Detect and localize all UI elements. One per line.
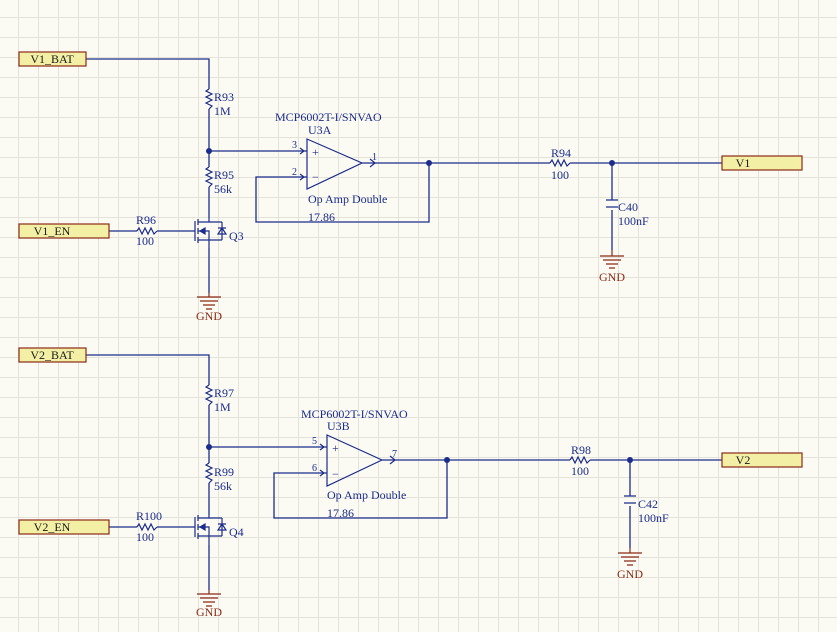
value: 100	[136, 234, 154, 248]
port-label: V2_EN	[34, 520, 71, 534]
ground-symbol: GND	[196, 590, 222, 619]
resistor-r97[interactable]: R97 1M	[204, 384, 234, 414]
pin-number: 2	[292, 167, 297, 178]
value: 56k	[214, 479, 232, 493]
ground-label: GND	[599, 270, 625, 284]
ground-symbol: GND	[196, 293, 222, 323]
designator: R99	[214, 465, 234, 479]
value: 1M	[214, 104, 231, 118]
ground-label: GND	[196, 605, 222, 619]
channel-1: V1_BAT V1_EN V1 R93 1M R95 56k R96 100	[18, 51, 803, 323]
part-number: MCP6002T-I/SNVAO	[301, 407, 408, 421]
opamp-u3a[interactable]: + − 3 2 1 MCP6002T-I/SNVAO U3A Op Amp Do…	[275, 110, 387, 224]
port-label: V1_EN	[34, 224, 71, 238]
minus-sign: −	[312, 170, 319, 184]
designator: R97	[214, 386, 234, 400]
value: 100	[551, 168, 569, 182]
resistor-r99[interactable]: R99 56k	[204, 462, 234, 493]
port-v1[interactable]: V1	[721, 155, 803, 171]
resistor-r94[interactable]: R94 100	[549, 146, 571, 182]
designator: R94	[551, 146, 571, 160]
resistor-r96[interactable]: R96 100	[136, 213, 158, 248]
mosfet-q3[interactable]: Q3	[192, 218, 244, 248]
resistor-r98[interactable]: R98 100	[569, 443, 591, 478]
component-type: Op Amp Double	[327, 488, 406, 502]
ground-label: GND	[617, 567, 643, 581]
junction-dot	[444, 457, 450, 463]
port-label: V2_BAT	[30, 348, 74, 362]
value: 17.86	[327, 506, 354, 520]
pin-number: 1	[372, 152, 377, 163]
ground-symbol: GND	[599, 250, 625, 284]
designator: U3B	[327, 419, 350, 433]
ground-symbol: GND	[617, 548, 643, 581]
designator: R98	[571, 443, 591, 457]
port-label: V1_BAT	[30, 52, 74, 66]
capacitor-c40[interactable]: C40 100nF	[606, 199, 649, 228]
value: 100nF	[618, 214, 649, 228]
designator: Q3	[229, 229, 244, 243]
value: 1M	[214, 400, 231, 414]
junction-dot	[609, 160, 615, 166]
designator: C42	[638, 497, 658, 511]
pin-number: 3	[292, 140, 297, 151]
pin-number: 7	[392, 449, 397, 460]
component-type: Op Amp Double	[308, 192, 387, 206]
value: 100	[136, 530, 154, 544]
junction-dot	[627, 457, 633, 463]
port-label: V1	[736, 156, 751, 170]
plus-sign: +	[332, 441, 339, 455]
junction-dot	[426, 160, 432, 166]
value: 56k	[214, 182, 232, 196]
designator: R93	[214, 90, 234, 104]
designator: R95	[214, 168, 234, 182]
resistor-r93[interactable]: R93 1M	[204, 88, 234, 118]
port-v2[interactable]: V2	[721, 452, 803, 468]
port-label: V2	[736, 453, 751, 467]
port-v1-en[interactable]: V1_EN	[18, 223, 110, 239]
junction-dot	[206, 148, 212, 154]
value: 17.86	[308, 210, 335, 224]
port-v2-en[interactable]: V2_EN	[18, 519, 110, 535]
ground-label: GND	[196, 309, 222, 323]
resistor-r95[interactable]: R95 56k	[204, 166, 234, 196]
designator: R100	[136, 509, 162, 523]
designator: U3A	[308, 123, 332, 137]
resistor-r100[interactable]: R100 100	[136, 509, 162, 544]
junction-dot	[206, 444, 212, 450]
minus-sign: −	[332, 467, 339, 481]
channel-2: V2_BAT V2_EN V2 R97 1M R99 56k R100 100 …	[18, 347, 803, 619]
value: 100nF	[638, 511, 669, 525]
part-number: MCP6002T-I/SNVAO	[275, 110, 382, 124]
port-v1-bat[interactable]: V1_BAT	[18, 51, 87, 67]
designator: Q4	[229, 525, 244, 539]
pin-number: 5	[312, 436, 317, 447]
capacitor-c42[interactable]: C42 100nF	[624, 495, 669, 525]
port-v2-bat[interactable]: V2_BAT	[18, 347, 87, 363]
designator: C40	[618, 200, 638, 214]
opamp-u3b[interactable]: + − 5 6 7 MCP6002T-I/SNVAO U3B Op Amp Do…	[301, 407, 408, 520]
value: 100	[571, 464, 589, 478]
designator: R96	[136, 213, 156, 227]
plus-sign: +	[312, 145, 319, 159]
pin-number: 6	[312, 463, 317, 474]
mosfet-q4[interactable]: Q4	[192, 515, 244, 545]
